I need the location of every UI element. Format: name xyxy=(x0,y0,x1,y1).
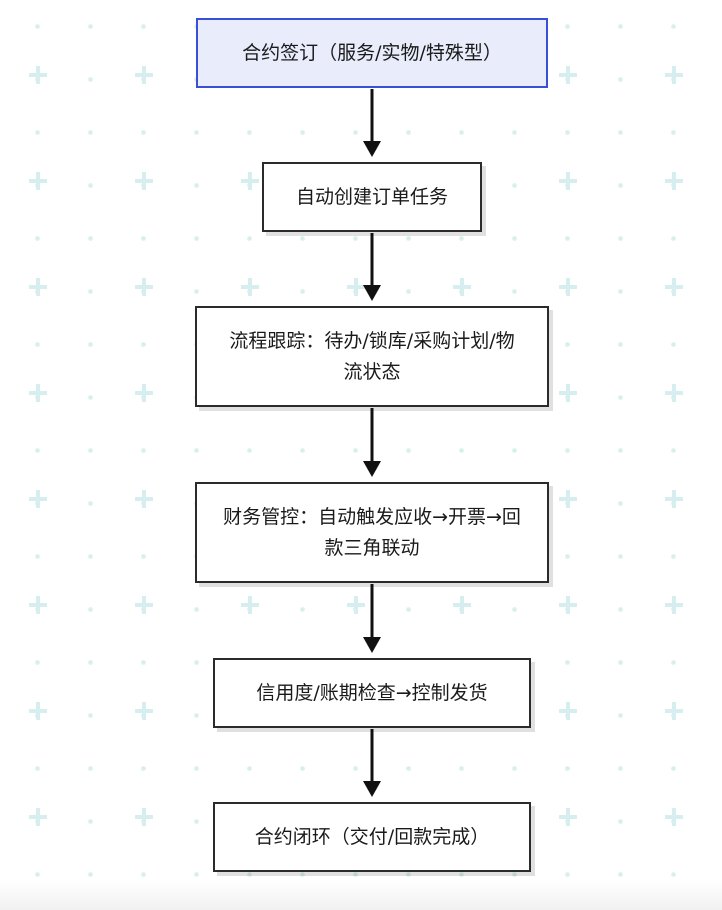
node-label: 财务管控：自动触发应收→开票→回款三角联动 xyxy=(223,506,521,559)
arrowhead-5 xyxy=(363,781,381,797)
node-credit-check[interactable]: 信用度/账期检查→控制发货 xyxy=(213,658,531,728)
node-contract-sign[interactable]: 合约签订（服务/实物/特殊型） xyxy=(196,18,548,88)
arrowhead-1 xyxy=(363,141,381,157)
node-process-tracking[interactable]: 流程跟踪：待办/锁库/采购计划/物流状态 xyxy=(195,306,549,407)
node-label: 合约闭环（交付/回款完成） xyxy=(254,825,490,848)
bottom-fade xyxy=(0,880,722,910)
node-contract-close[interactable]: 合约闭环（交付/回款完成） xyxy=(213,802,531,872)
arrowhead-3 xyxy=(363,461,381,477)
node-label: 流程跟踪：待办/锁库/采购计划/物流状态 xyxy=(229,330,515,383)
node-auto-create-order[interactable]: 自动创建订单任务 xyxy=(262,162,482,232)
arrowhead-2 xyxy=(363,285,381,301)
node-label: 合约签订（服务/实物/特殊型） xyxy=(242,41,502,64)
node-label: 自动创建订单任务 xyxy=(295,185,448,208)
arrowhead-4 xyxy=(363,637,381,653)
node-finance-control[interactable]: 财务管控：自动触发应收→开票→回款三角联动 xyxy=(195,482,549,583)
node-label: 信用度/账期检查→控制发货 xyxy=(256,681,488,704)
